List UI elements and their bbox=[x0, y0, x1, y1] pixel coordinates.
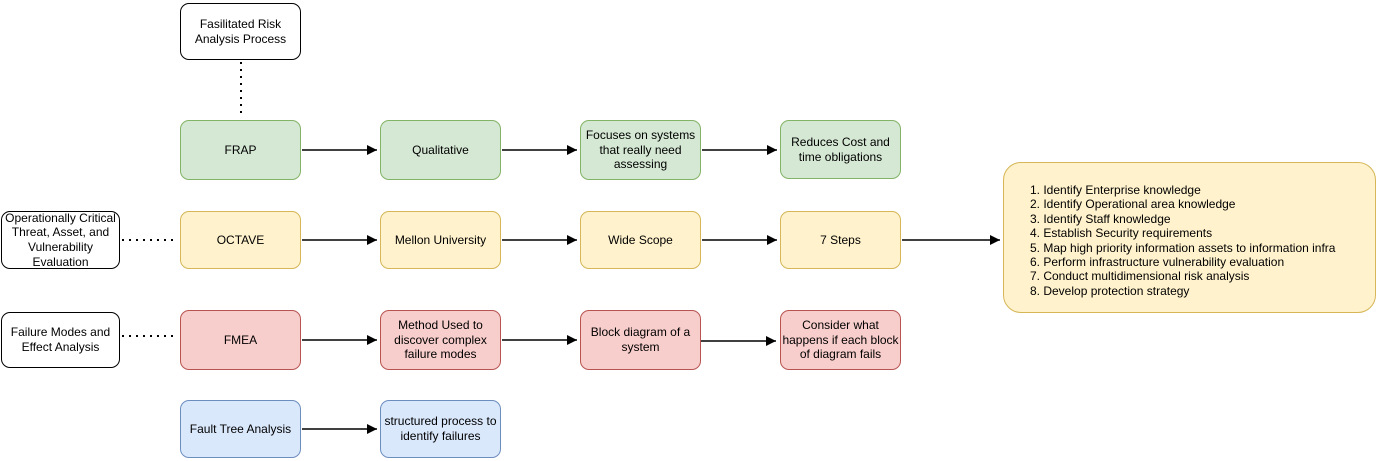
node-method-label: Method Used to discover complex failure … bbox=[394, 318, 487, 362]
node-fault-tree[interactable]: Fault Tree Analysis bbox=[180, 400, 301, 458]
node-qualitative[interactable]: Qualitative bbox=[380, 120, 501, 180]
octave-step-8: 8. Develop protection strategy bbox=[1030, 283, 1190, 298]
node-focuses[interactable]: Focuses on systems that really need asse… bbox=[580, 120, 701, 180]
octave-step-4: 4. Establish Security requirements bbox=[1030, 226, 1213, 241]
node-consider[interactable]: Consider what happens if each block of d… bbox=[780, 310, 901, 370]
octave-step-2: 2. Identify Operational area knowledge bbox=[1030, 197, 1236, 212]
node-reduces-label: Reduces Cost and time obligations bbox=[791, 134, 890, 164]
node-mellon-label: Mellon University bbox=[394, 232, 487, 247]
octave-step-1: 1. Identify Enterprise knowledge bbox=[1030, 183, 1201, 197]
node-fmea-label: FMEA bbox=[223, 332, 258, 347]
node-consider-label: Consider what happens if each block of d… bbox=[782, 318, 899, 362]
octave-step-7: 7. Conduct multidimensional risk analysi… bbox=[1030, 269, 1250, 284]
node-fmea-title-label: Failure Modes and Effect Analysis bbox=[10, 325, 111, 354]
node-qualitative-label: Qualitative bbox=[412, 142, 469, 157]
node-frap-label: FRAP bbox=[224, 142, 257, 157]
octave-step-5: 5. Map high priority information assets … bbox=[1030, 240, 1336, 255]
node-octave[interactable]: OCTAVE bbox=[180, 211, 301, 269]
node-octave-title[interactable]: Operationally Critical Threat, Asset, an… bbox=[1, 211, 120, 269]
node-focuses-label: Focuses on systems that really need asse… bbox=[585, 128, 696, 172]
node-reduces[interactable]: Reduces Cost and time obligations bbox=[780, 120, 901, 179]
node-seven-steps-label: 7 Steps bbox=[820, 232, 861, 247]
octave-step-3: 3. Identify Staff knowledge bbox=[1030, 211, 1171, 226]
node-seven-steps[interactable]: 7 Steps bbox=[780, 211, 901, 269]
node-block-diagram[interactable]: Block diagram of a system bbox=[580, 310, 701, 370]
node-fmea-title[interactable]: Failure Modes and Effect Analysis bbox=[1, 312, 120, 368]
octave-step-6: 6. Perform infrastructure vulnerability … bbox=[1030, 255, 1285, 270]
node-octave-title-label: Operationally Critical Threat, Asset, an… bbox=[5, 210, 116, 269]
node-frap-title-label: Fasilitated Risk Analysis Process bbox=[194, 16, 287, 46]
node-mellon[interactable]: Mellon University bbox=[380, 211, 501, 269]
node-fault-tree-label: Fault Tree Analysis bbox=[189, 421, 292, 436]
node-frap-title[interactable]: Fasilitated Risk Analysis Process bbox=[180, 3, 301, 60]
node-block-diagram-label: Block diagram of a system bbox=[590, 325, 691, 354]
node-octave-label: OCTAVE bbox=[216, 232, 265, 247]
node-wide-scope-label: Wide Scope bbox=[608, 232, 673, 247]
node-wide-scope[interactable]: Wide Scope bbox=[580, 211, 701, 269]
node-fmea[interactable]: FMEA bbox=[180, 310, 301, 370]
node-octave-steps[interactable]: 1. Identify Enterprise knowledge 2. Iden… bbox=[1003, 162, 1376, 313]
node-structured-label: structured process to identify failures bbox=[384, 414, 497, 443]
node-method[interactable]: Method Used to discover complex failure … bbox=[380, 310, 501, 370]
node-structured[interactable]: structured process to identify failures bbox=[380, 400, 501, 458]
node-frap[interactable]: FRAP bbox=[180, 120, 301, 180]
